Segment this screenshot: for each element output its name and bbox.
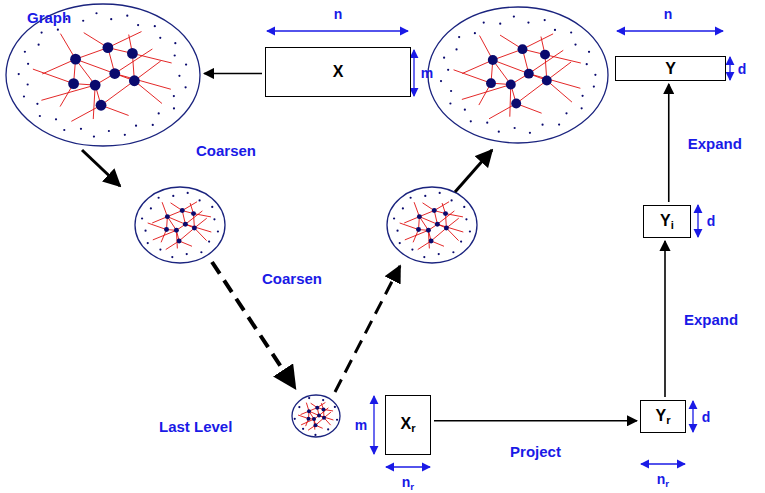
matrix-name: Yr: [655, 407, 670, 426]
dimension-arrow: [641, 463, 685, 464]
dimension: n: [664, 6, 673, 22]
input-graph: Graph: [5, 3, 201, 147]
matrix-name: Y: [665, 60, 676, 78]
matrix-name: X: [333, 63, 344, 81]
dimension-arrow: [267, 30, 408, 31]
graph-label: Graph: [27, 9, 71, 26]
step-label: Expand: [684, 311, 738, 328]
flow-arrow: [664, 241, 666, 397]
coarsest-graph: Last Level: [291, 394, 341, 438]
dimension-arrow: [617, 30, 723, 31]
matrix-name: Yi: [660, 212, 674, 231]
dimension-arrow: [373, 396, 374, 454]
dimension: m: [421, 65, 433, 81]
embedding-matrix: Yr: [640, 400, 686, 433]
dimension: d: [738, 61, 747, 77]
dimension-arrow: [729, 57, 730, 80]
step-label: Coarsen: [196, 142, 256, 159]
dimension: n: [334, 6, 343, 22]
embedding-matrix: Y: [615, 56, 726, 81]
graph-label: Last Level: [159, 418, 232, 435]
dimension: m: [355, 417, 367, 433]
data-matrix: X: [265, 47, 411, 97]
coarsen-arrow: [82, 150, 120, 186]
dimension-arrow: [413, 50, 414, 96]
dimension-arrow: [692, 401, 693, 432]
matrix-name: Xr: [400, 415, 415, 434]
embedding-matrix: Yi: [643, 205, 691, 238]
step-label: Coarsen: [262, 270, 322, 287]
uncoarsen-arrow: [455, 150, 492, 192]
dimension-arrow: [386, 466, 430, 467]
dimension: nr: [657, 471, 669, 489]
dimension: d: [702, 409, 711, 425]
flow-arrow: [434, 420, 637, 422]
graph-outline: [291, 394, 341, 438]
uncoarsen-arrow: [335, 266, 400, 392]
step-label: Project: [510, 442, 561, 459]
flow-arrow: [204, 73, 262, 75]
coarse-graph: [135, 187, 225, 263]
dimension-arrow: [697, 205, 698, 237]
final-graph: [428, 7, 608, 143]
dimension: d: [707, 213, 716, 229]
refined-graph: [387, 187, 477, 263]
dimension: nr: [402, 474, 414, 492]
flow-arrow: [668, 84, 670, 202]
data-matrix: Xr: [385, 395, 431, 455]
step-label: Expand: [688, 135, 742, 152]
